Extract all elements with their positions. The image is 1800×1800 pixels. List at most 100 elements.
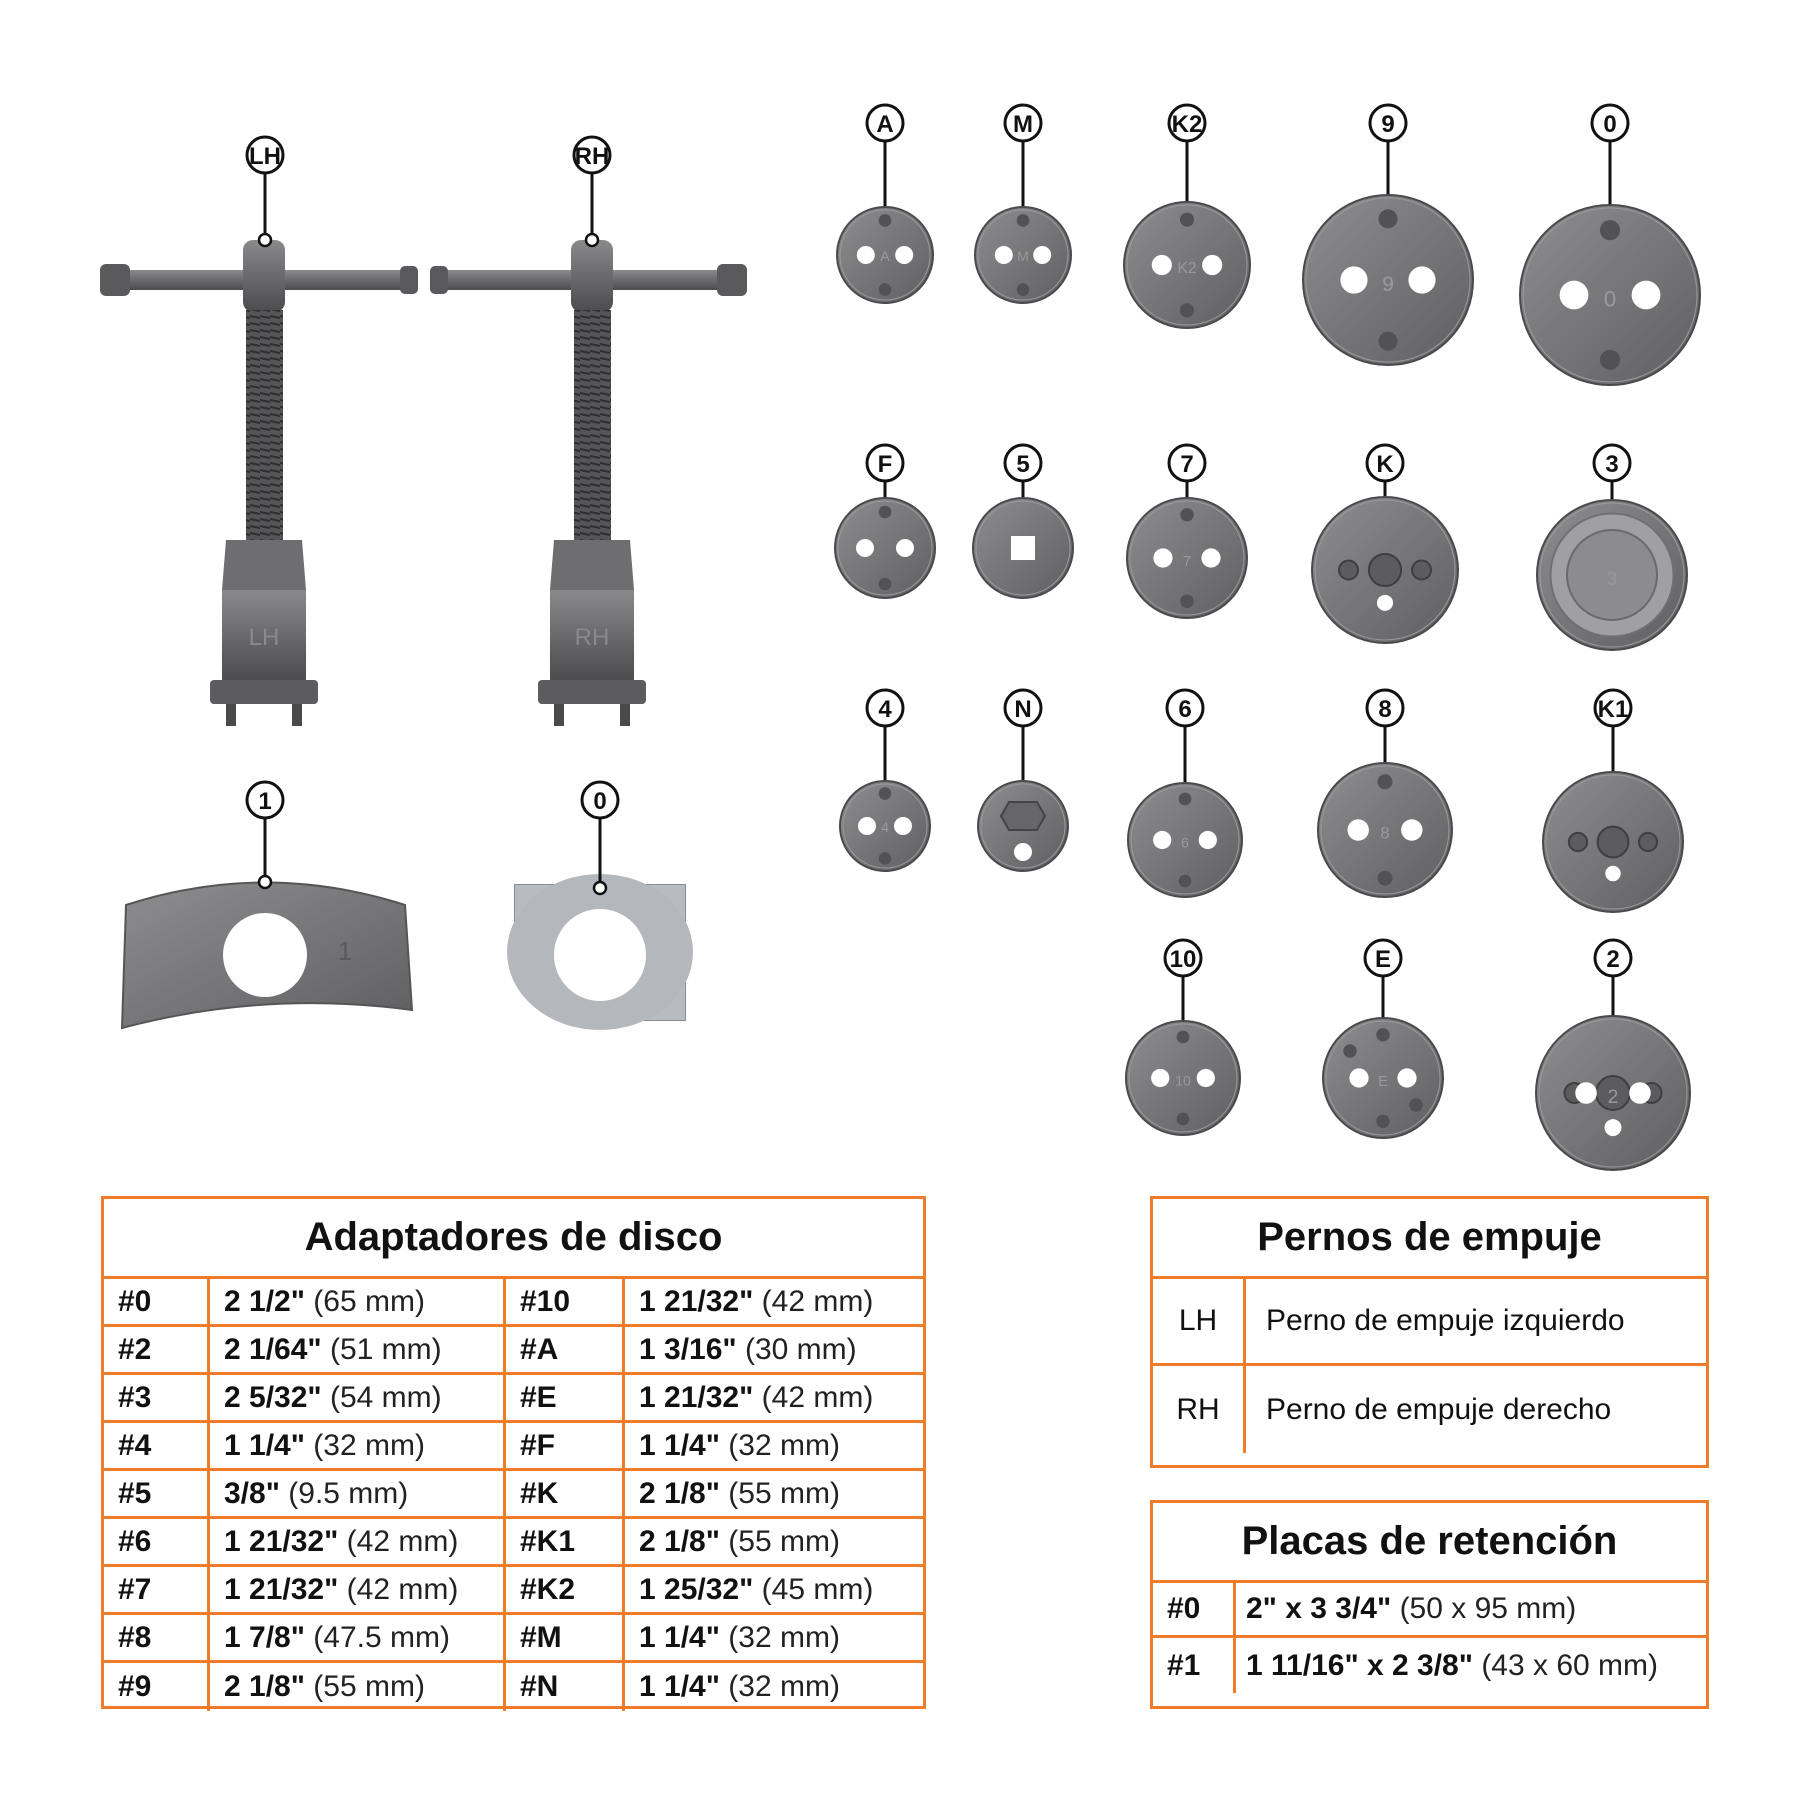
disc-id: #5	[118, 1476, 152, 1510]
retention-id: #1	[1167, 1648, 1201, 1682]
adapter-disc-3: 3	[1536, 499, 1688, 651]
disc-size-cell: 1 25/32" (45 mm)	[622, 1567, 923, 1612]
adapter-disc-10: 10	[1125, 1020, 1241, 1136]
disc-size-cell: 3/8" (9.5 mm)	[207, 1471, 503, 1516]
adapter-disc-0: 0	[1519, 204, 1701, 386]
disc-adapters-title: Adaptadores de disco	[104, 1199, 923, 1279]
push-id-cell: LH	[1153, 1279, 1243, 1363]
disc-id: #F	[520, 1428, 556, 1462]
adapter-engraving: 2	[1608, 1087, 1619, 1108]
callout-adapter-0: 0	[1590, 103, 1630, 223]
disc-size-mm: (55 mm)	[728, 1524, 840, 1558]
retention-size-inch: 1 11/16" x 2 3/8"	[1246, 1648, 1473, 1682]
disc-id-cell: #8	[104, 1615, 207, 1660]
callout-adapter-k-text: K	[1376, 451, 1394, 478]
lh-engraving: LH	[249, 624, 280, 651]
callout-plate-1: 1	[245, 780, 285, 890]
disc-id-cell: #9	[104, 1663, 207, 1711]
disc-size-cell: 2 1/8" (55 mm)	[622, 1519, 923, 1564]
disc-size-cell: 2 1/8" (55 mm)	[207, 1663, 503, 1711]
callout-plate-0: 0	[580, 780, 620, 896]
disc-size-cell: 1 1/4" (32 mm)	[622, 1663, 923, 1711]
disc-size-inch: 1 21/32"	[639, 1284, 754, 1318]
disc-size-mm: (9.5 mm)	[288, 1476, 409, 1510]
disc-size-cell: 1 1/4" (32 mm)	[622, 1423, 923, 1468]
disc-size-inch: 1 7/8"	[224, 1620, 305, 1654]
callout-plate-0-text: 0	[593, 788, 606, 815]
disc-size-cell: 1 1/4" (32 mm)	[207, 1423, 503, 1468]
adapter-disc-7: 7	[1126, 497, 1248, 619]
disc-id-cell: #E	[503, 1375, 622, 1420]
disc-size-cell: 2 1/8" (55 mm)	[622, 1471, 923, 1516]
disc-id-cell: #6	[104, 1519, 207, 1564]
adapter-engraving: 3	[1607, 568, 1617, 589]
disc-size-inch: 2 5/32"	[224, 1380, 322, 1414]
disc-size-mm: (32 mm)	[313, 1428, 425, 1462]
disc-id-cell: #4	[104, 1423, 207, 1468]
disc-size-mm: (45 mm)	[761, 1572, 874, 1606]
disc-id-cell: #3	[104, 1375, 207, 1420]
callout-adapter-m-text: M	[1013, 111, 1033, 138]
disc-id-cell: #K1	[503, 1519, 622, 1564]
adapter-disc-e: E	[1322, 1017, 1444, 1139]
disc-size-inch: 1 1/4"	[639, 1620, 720, 1654]
callout-adapter-a: A	[865, 103, 905, 225]
disc-size-mm: (42 mm)	[346, 1572, 459, 1606]
callout-adapter-5-text: 5	[1016, 451, 1029, 478]
disc-id: #2	[118, 1332, 152, 1366]
push-desc: Perno de empuje derecho	[1266, 1392, 1612, 1426]
adapter-engraving: 6	[1181, 835, 1189, 851]
adapter-disc-8: 8	[1317, 762, 1453, 898]
disc-size-mm: (32 mm)	[728, 1670, 840, 1703]
push-id-cell: RH	[1153, 1366, 1243, 1453]
callout-adapter-8-text: 8	[1378, 696, 1391, 723]
disc-size-inch: 1 1/4"	[639, 1428, 720, 1462]
disc-size-inch: 1 1/4"	[224, 1428, 305, 1462]
disc-size-mm: (51 mm)	[329, 1332, 442, 1366]
adapter-engraving: 0	[1604, 287, 1617, 312]
disc-id: #K1	[520, 1524, 576, 1558]
disc-size-cell: 1 21/32" (42 mm)	[622, 1375, 923, 1420]
disc-size-cell: 2 1/2" (65 mm)	[207, 1279, 503, 1324]
disc-size-mm: (32 mm)	[728, 1620, 840, 1654]
adapter-engraving: 4	[881, 819, 889, 835]
callout-lh-text: LH	[249, 143, 281, 170]
disc-size-inch: 2 1/8"	[639, 1524, 720, 1558]
disc-id: #9	[118, 1670, 152, 1703]
disc-size-cell: 1 21/32" (42 mm)	[207, 1567, 503, 1612]
adapter-disc-k	[1311, 496, 1459, 644]
disc-size-mm: (65 mm)	[313, 1284, 425, 1318]
callout-adapter-k1-text: K1	[1598, 696, 1629, 723]
push-table-row: RH Perno de empuje derecho	[1153, 1366, 1706, 1453]
disc-size-mm: (55 mm)	[313, 1670, 425, 1703]
adapter-engraving: A	[880, 248, 890, 264]
disc-id-cell: #5	[104, 1471, 207, 1516]
adapter-disc-n	[977, 780, 1069, 872]
disc-size-mm: (42 mm)	[761, 1284, 874, 1318]
disc-size-inch: 2 1/64"	[224, 1332, 322, 1366]
disc-id-cell: #10	[503, 1279, 622, 1324]
adapter-engraving: K2	[1177, 260, 1196, 277]
callout-adapter-n-text: N	[1014, 696, 1031, 723]
disc-id: #A	[520, 1332, 559, 1366]
disc-id: #7	[118, 1572, 152, 1606]
adapter-disc-6: 6	[1127, 782, 1243, 898]
disc-id-cell: #N	[503, 1663, 622, 1711]
callout-adapter-m: M	[1003, 103, 1043, 225]
adapter-engraving: E	[1378, 1073, 1388, 1090]
disc-id-cell: #7	[104, 1567, 207, 1612]
callout-adapter-3-text: 3	[1605, 451, 1618, 478]
retention-plate-1: 1	[120, 881, 414, 1030]
